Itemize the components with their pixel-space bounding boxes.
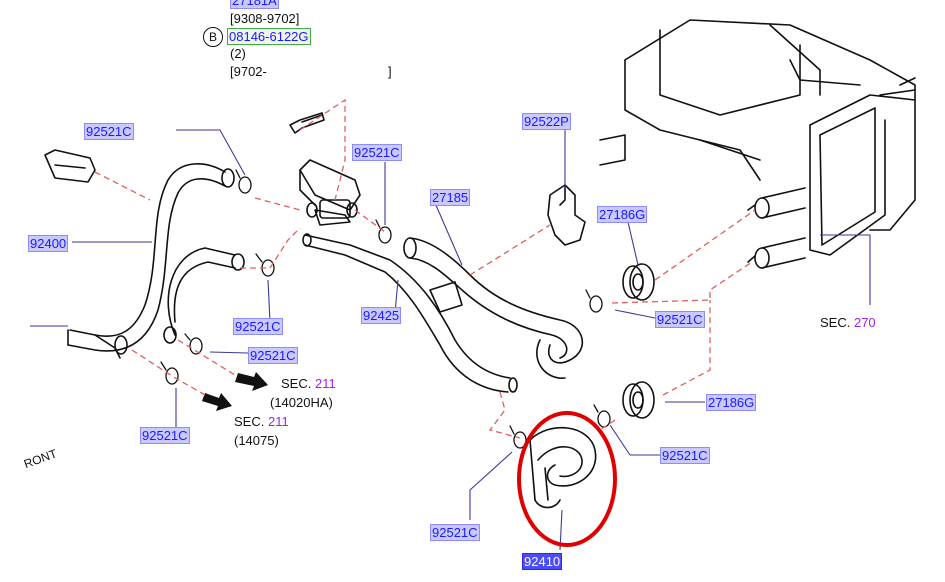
sec-211a[interactable]: SEC. 211 [281,376,336,391]
label-92521c-2[interactable]: 92521C [352,144,402,161]
header-range2-left: [9702- [230,64,267,79]
sec-211b-sub: (14075) [234,433,279,448]
sec-211b[interactable]: SEC. 211 [234,414,289,429]
highlight-circle [517,411,617,547]
grommets [622,263,655,419]
header-part-number[interactable]: 08146-6122G [227,28,311,45]
label-92521c-7[interactable]: 92521C [660,447,710,464]
label-92521c-6[interactable]: 92521C [140,427,190,444]
center-fitting [299,159,361,226]
circle-b-icon: B [203,27,223,47]
hose-92400-shape [67,163,245,359]
label-27185[interactable]: 27185 [430,189,471,206]
sec-270-prefix: SEC. [820,315,851,330]
hose-92425-shape [302,233,518,393]
sec-211a-sub: (14020HA) [270,395,333,410]
label-92521c-8[interactable]: 92521C [430,524,480,541]
header-qty: (2) [230,46,246,61]
sec-211b-num: 211 [267,414,289,429]
heater-pipes [747,187,806,269]
label-92521c-1[interactable]: 92521C [84,123,134,140]
label-92521c-4[interactable]: 92521C [655,311,705,328]
sec-211a-prefix: SEC. [281,376,312,391]
arrows [202,372,268,411]
bracket-92522p-shape [547,184,586,246]
leaders [30,129,871,551]
heater-unit [599,19,916,256]
hose-27185-shape [403,237,584,379]
clip-92400 [44,149,96,183]
label-92425[interactable]: 92425 [361,307,402,324]
label-27186g-2[interactable]: 27186G [706,394,757,411]
label-92522p[interactable]: 92522P [522,113,571,130]
label-92521c-5[interactable]: 92521C [248,347,298,364]
label-92410[interactable]: 92410 [522,553,563,570]
sec-211b-prefix: SEC. [234,414,265,429]
label-92400[interactable]: 92400 [28,235,69,252]
bolt [289,112,325,134]
hose-92410-shape [529,426,597,509]
clamps [160,169,611,449]
label-92521c-3[interactable]: 92521C [233,318,283,335]
header-range2-right: ] [388,64,392,79]
sec-270[interactable]: SEC. 270 [820,315,876,330]
sec-211a-num: 211 [314,376,336,391]
label-27186g-1[interactable]: 27186G [597,206,648,223]
header-range1: [9308-9702] [230,11,300,26]
sec-270-num: 270 [853,315,876,330]
header-top-partial-label[interactable]: 27181A [230,0,279,9]
dashed-lines [94,98,756,439]
header-top-partial: 27181A [230,0,279,9]
